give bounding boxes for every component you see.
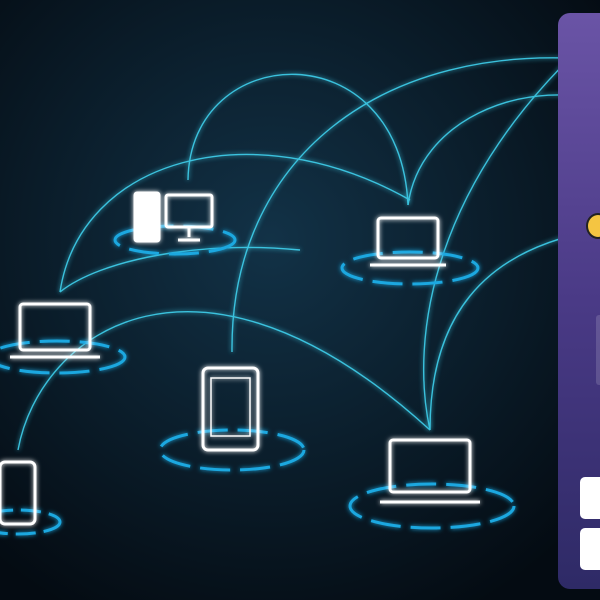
card-item[interactable] [580,528,600,570]
card-item[interactable] [580,477,600,519]
desktop-computer-icon [133,191,214,243]
laptop-icon [370,216,446,267]
side-panel [558,13,600,589]
laptop-icon [10,302,100,359]
coin-icon [586,213,600,239]
smartphone-icon [0,460,37,526]
tablet-icon [201,366,260,452]
connection-lines [17,29,600,451]
device-silhouette [596,315,600,385]
platforms [0,224,516,536]
laptop-icon [380,438,480,504]
